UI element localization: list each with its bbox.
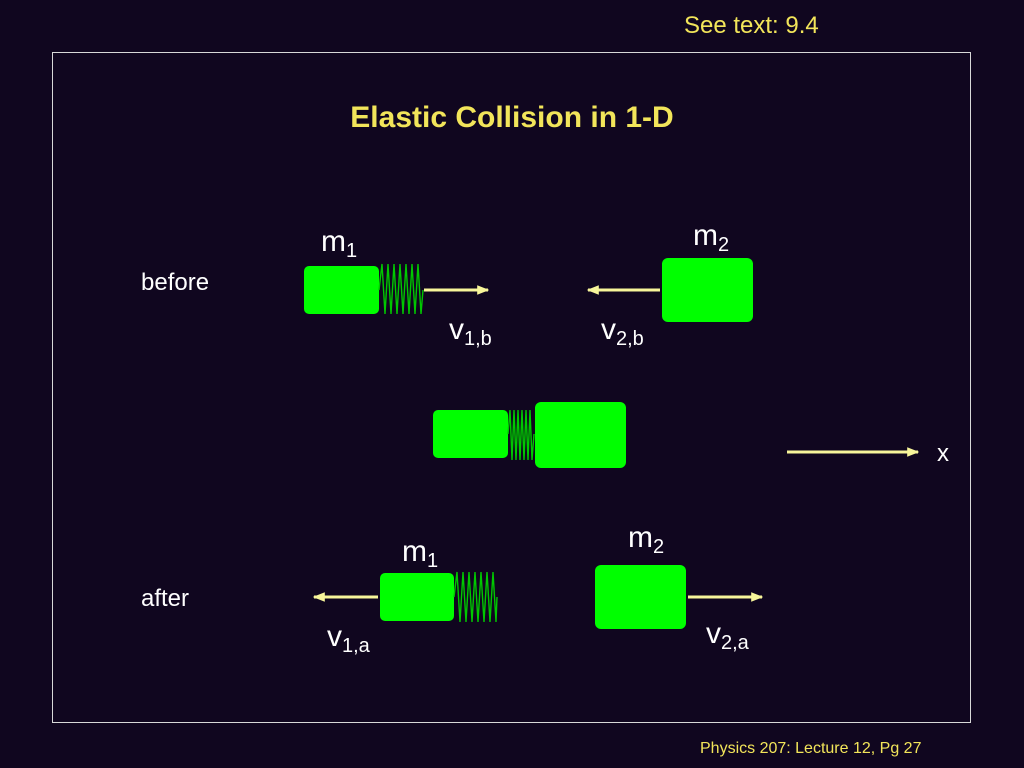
block-m2-after bbox=[595, 565, 686, 629]
velocity-label-v1-before: v1,b bbox=[449, 313, 492, 350]
velocity-label-v2-after: v2,a bbox=[706, 617, 749, 654]
x-axis-label: x bbox=[937, 440, 949, 467]
block-m2-collision bbox=[535, 402, 626, 468]
mass-label-m1-before: m1 bbox=[321, 225, 358, 262]
mass-label-m2-after: m2 bbox=[628, 521, 665, 558]
block-m2-before bbox=[662, 258, 753, 322]
slide-title: Elastic Collision in 1-D bbox=[350, 101, 674, 134]
after-label: after bbox=[141, 585, 190, 612]
spring-compressed bbox=[507, 409, 535, 461]
velocity-label-v1-after: v1,a bbox=[327, 620, 370, 657]
mass-label-m2-before: m2 bbox=[693, 219, 730, 256]
slide-footer: Physics 207: Lecture 12, Pg 27 bbox=[700, 740, 922, 757]
spring-after bbox=[453, 571, 498, 623]
before-label: before bbox=[141, 269, 210, 296]
content-frame bbox=[52, 52, 971, 723]
block-m1-collision bbox=[433, 410, 508, 458]
spring-before bbox=[378, 263, 424, 315]
section-reference: See text: 9.4 bbox=[684, 12, 819, 39]
mass-label-m1-after: m1 bbox=[402, 535, 439, 572]
block-m1-after bbox=[380, 573, 454, 621]
velocity-label-v2-before: v2,b bbox=[601, 313, 644, 350]
block-m1-before bbox=[304, 266, 379, 314]
